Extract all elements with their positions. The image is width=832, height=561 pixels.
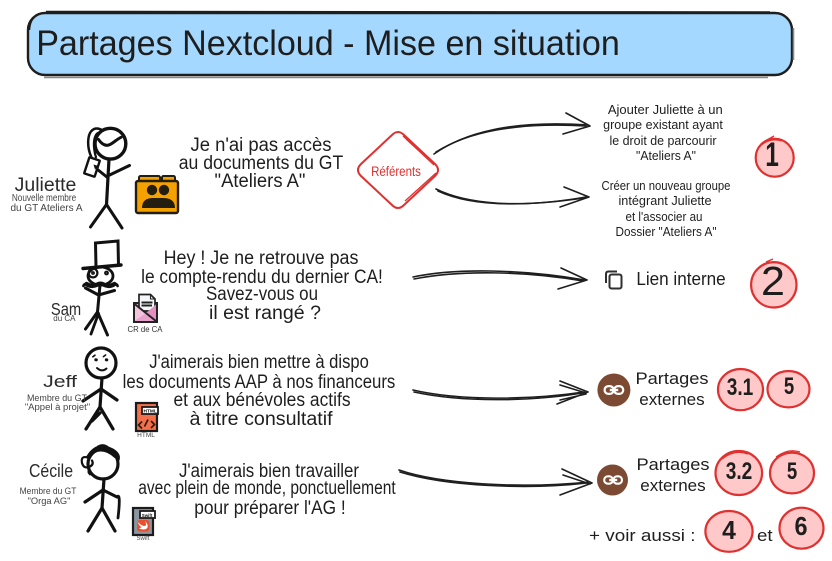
svg-text:HTML: HTML: [144, 409, 157, 415]
svg-text:Swift: Swift: [142, 513, 153, 518]
